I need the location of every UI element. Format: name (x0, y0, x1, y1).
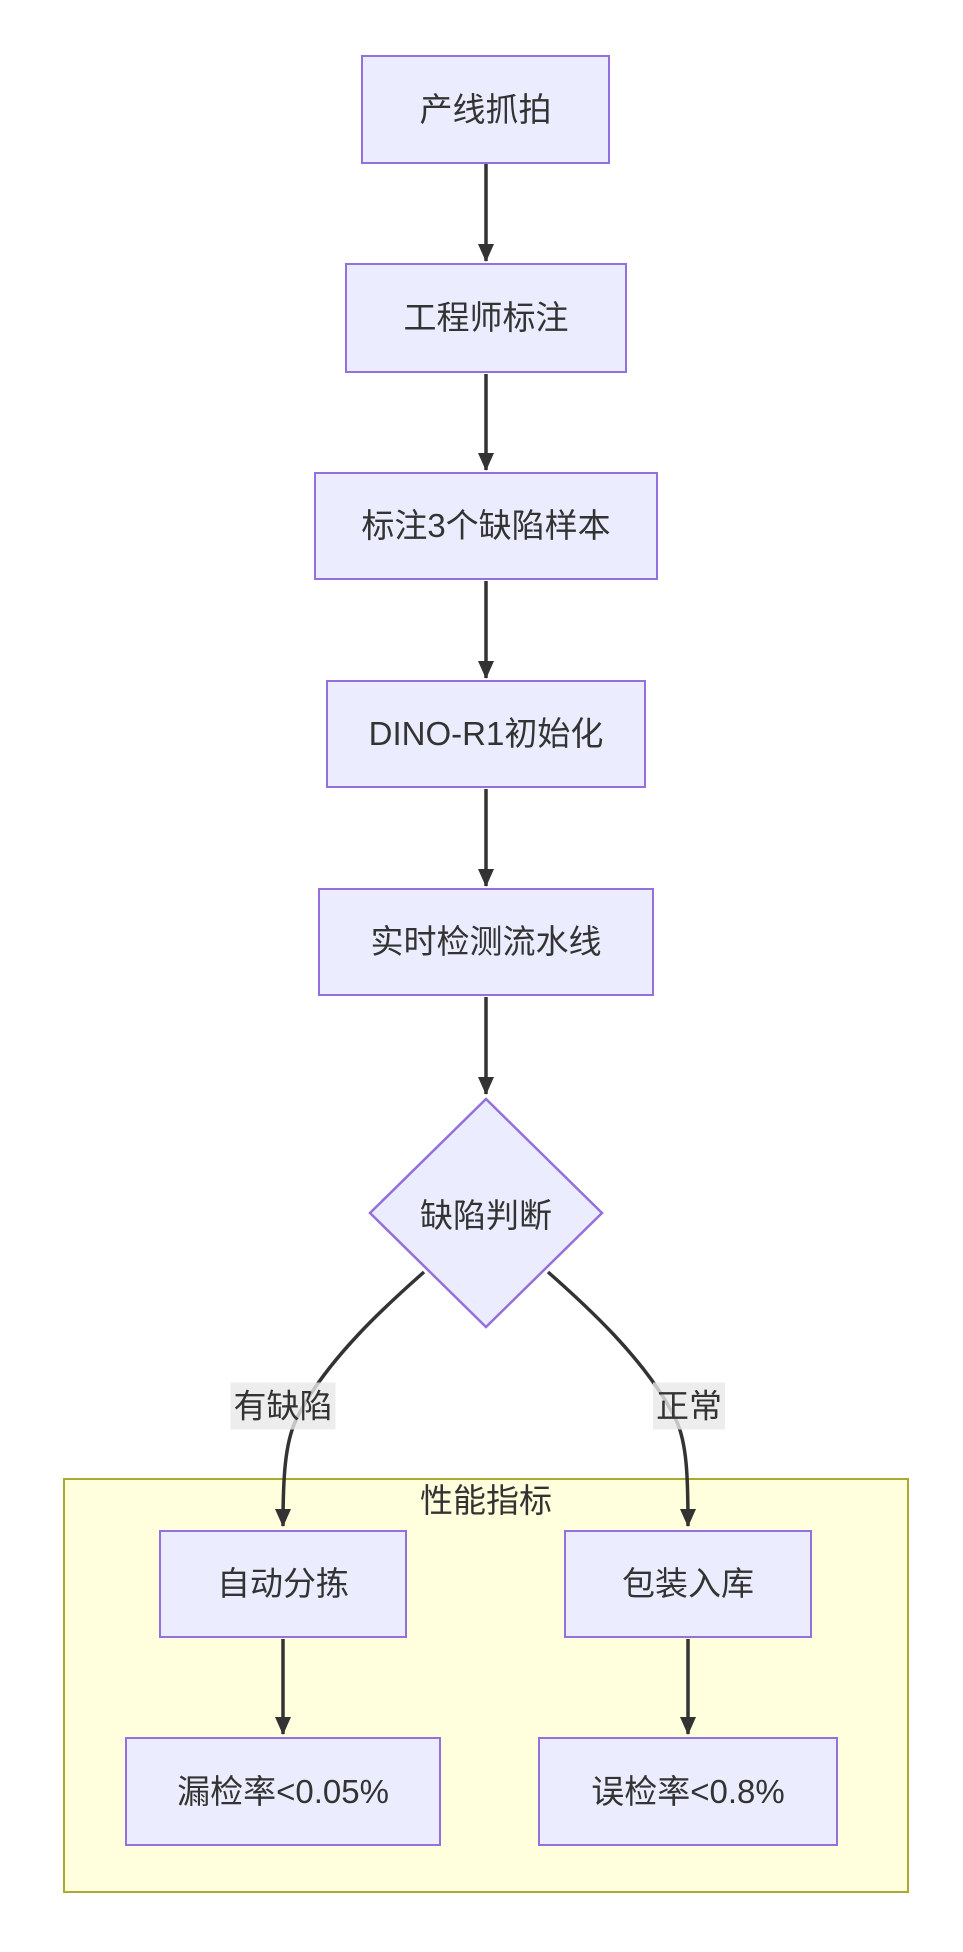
node-defect-decision-label: 缺陷判断 (420, 1197, 552, 1234)
node-auto-sorting-label: 自动分拣 (217, 1565, 349, 1603)
node-packaging-storage: 包装入库 (564, 1530, 812, 1638)
node-realtime-pipeline: 实时检测流水线 (318, 888, 654, 996)
node-engineer-annotate-label: 工程师标注 (403, 299, 569, 337)
subgraph-title: 性能指标 (420, 1482, 552, 1519)
node-engineer-annotate: 工程师标注 (345, 263, 627, 373)
node-realtime-pipeline-label: 实时检测流水线 (370, 923, 602, 961)
node-defect-samples: 标注3个缺陷样本 (314, 472, 658, 580)
node-auto-sorting: 自动分拣 (159, 1530, 407, 1638)
node-false-rate: 误检率<0.8% (538, 1737, 838, 1846)
node-dino-init: DINO-R1初始化 (326, 680, 646, 788)
node-defect-samples-label: 标注3个缺陷样本 (361, 507, 611, 545)
node-defect-decision: 缺陷判断 (368, 1097, 604, 1329)
node-miss-rate-label: 漏检率<0.05% (177, 1772, 389, 1810)
node-capture: 产线抓拍 (361, 55, 610, 164)
node-packaging-storage-label: 包装入库 (622, 1565, 754, 1603)
node-false-rate-label: 误检率<0.8% (591, 1772, 785, 1810)
node-miss-rate: 漏检率<0.05% (125, 1737, 441, 1846)
edge-label-normal: 正常 (653, 1382, 725, 1430)
node-capture-label: 产线抓拍 (419, 90, 552, 128)
decision-diamond-shape (368, 1097, 604, 1329)
edge-label-defect: 有缺陷 (230, 1382, 336, 1430)
node-dino-init-label: DINO-R1初始化 (368, 715, 604, 753)
